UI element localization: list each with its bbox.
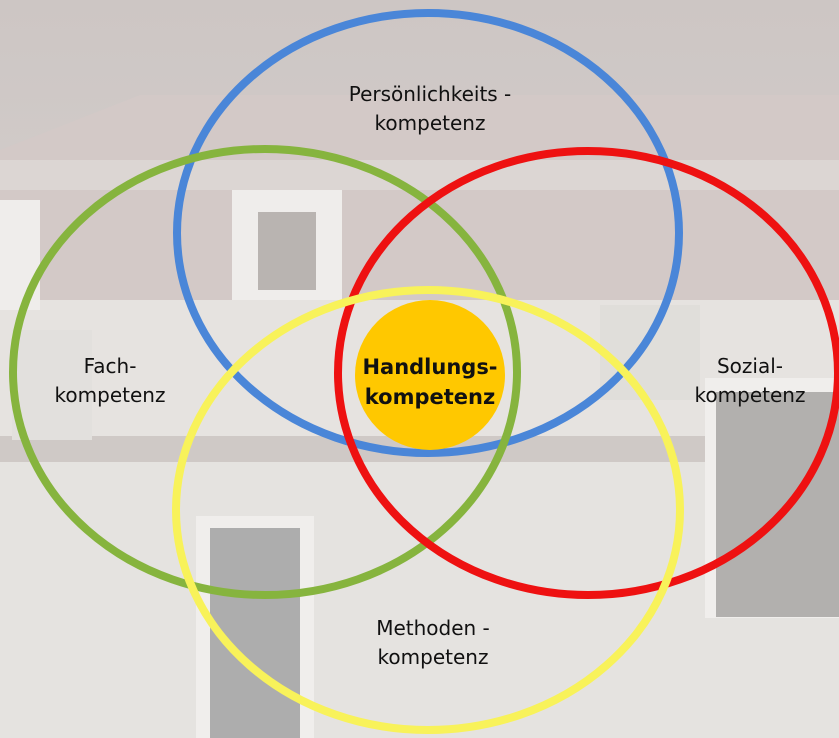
label-line: Sozial- [716,354,783,378]
label-line: kompetenz [377,645,489,669]
label-methodenkompetenz: Methoden - kompetenz [343,614,523,672]
label-fachkompetenz: Fach- kompetenz [40,352,180,410]
circle-persoenlichkeitskompetenz [173,9,683,457]
label-sozialkompetenz: Sozial- kompetenz [680,352,820,410]
label-line: kompetenz [694,383,806,407]
center-circle-handlungskompetenz [355,300,505,450]
circle-fachkompetenz [9,145,521,599]
circle-sozialkompetenz [334,147,839,599]
label-line: Persönlichkeits - [348,82,512,106]
label-line: Methoden - [376,616,490,640]
label-handlungskompetenz: Handlungs- kompetenz [355,352,505,412]
label-line: kompetenz [364,385,496,409]
label-line: kompetenz [54,383,166,407]
circle-methodenkompetenz [172,286,684,734]
label-line: Fach- [83,354,137,378]
label-line: kompetenz [374,111,486,135]
label-persoenlichkeitskompetenz: Persönlichkeits - kompetenz [330,80,530,138]
venn-circles [9,9,839,734]
label-line: Handlungs- [362,355,498,379]
